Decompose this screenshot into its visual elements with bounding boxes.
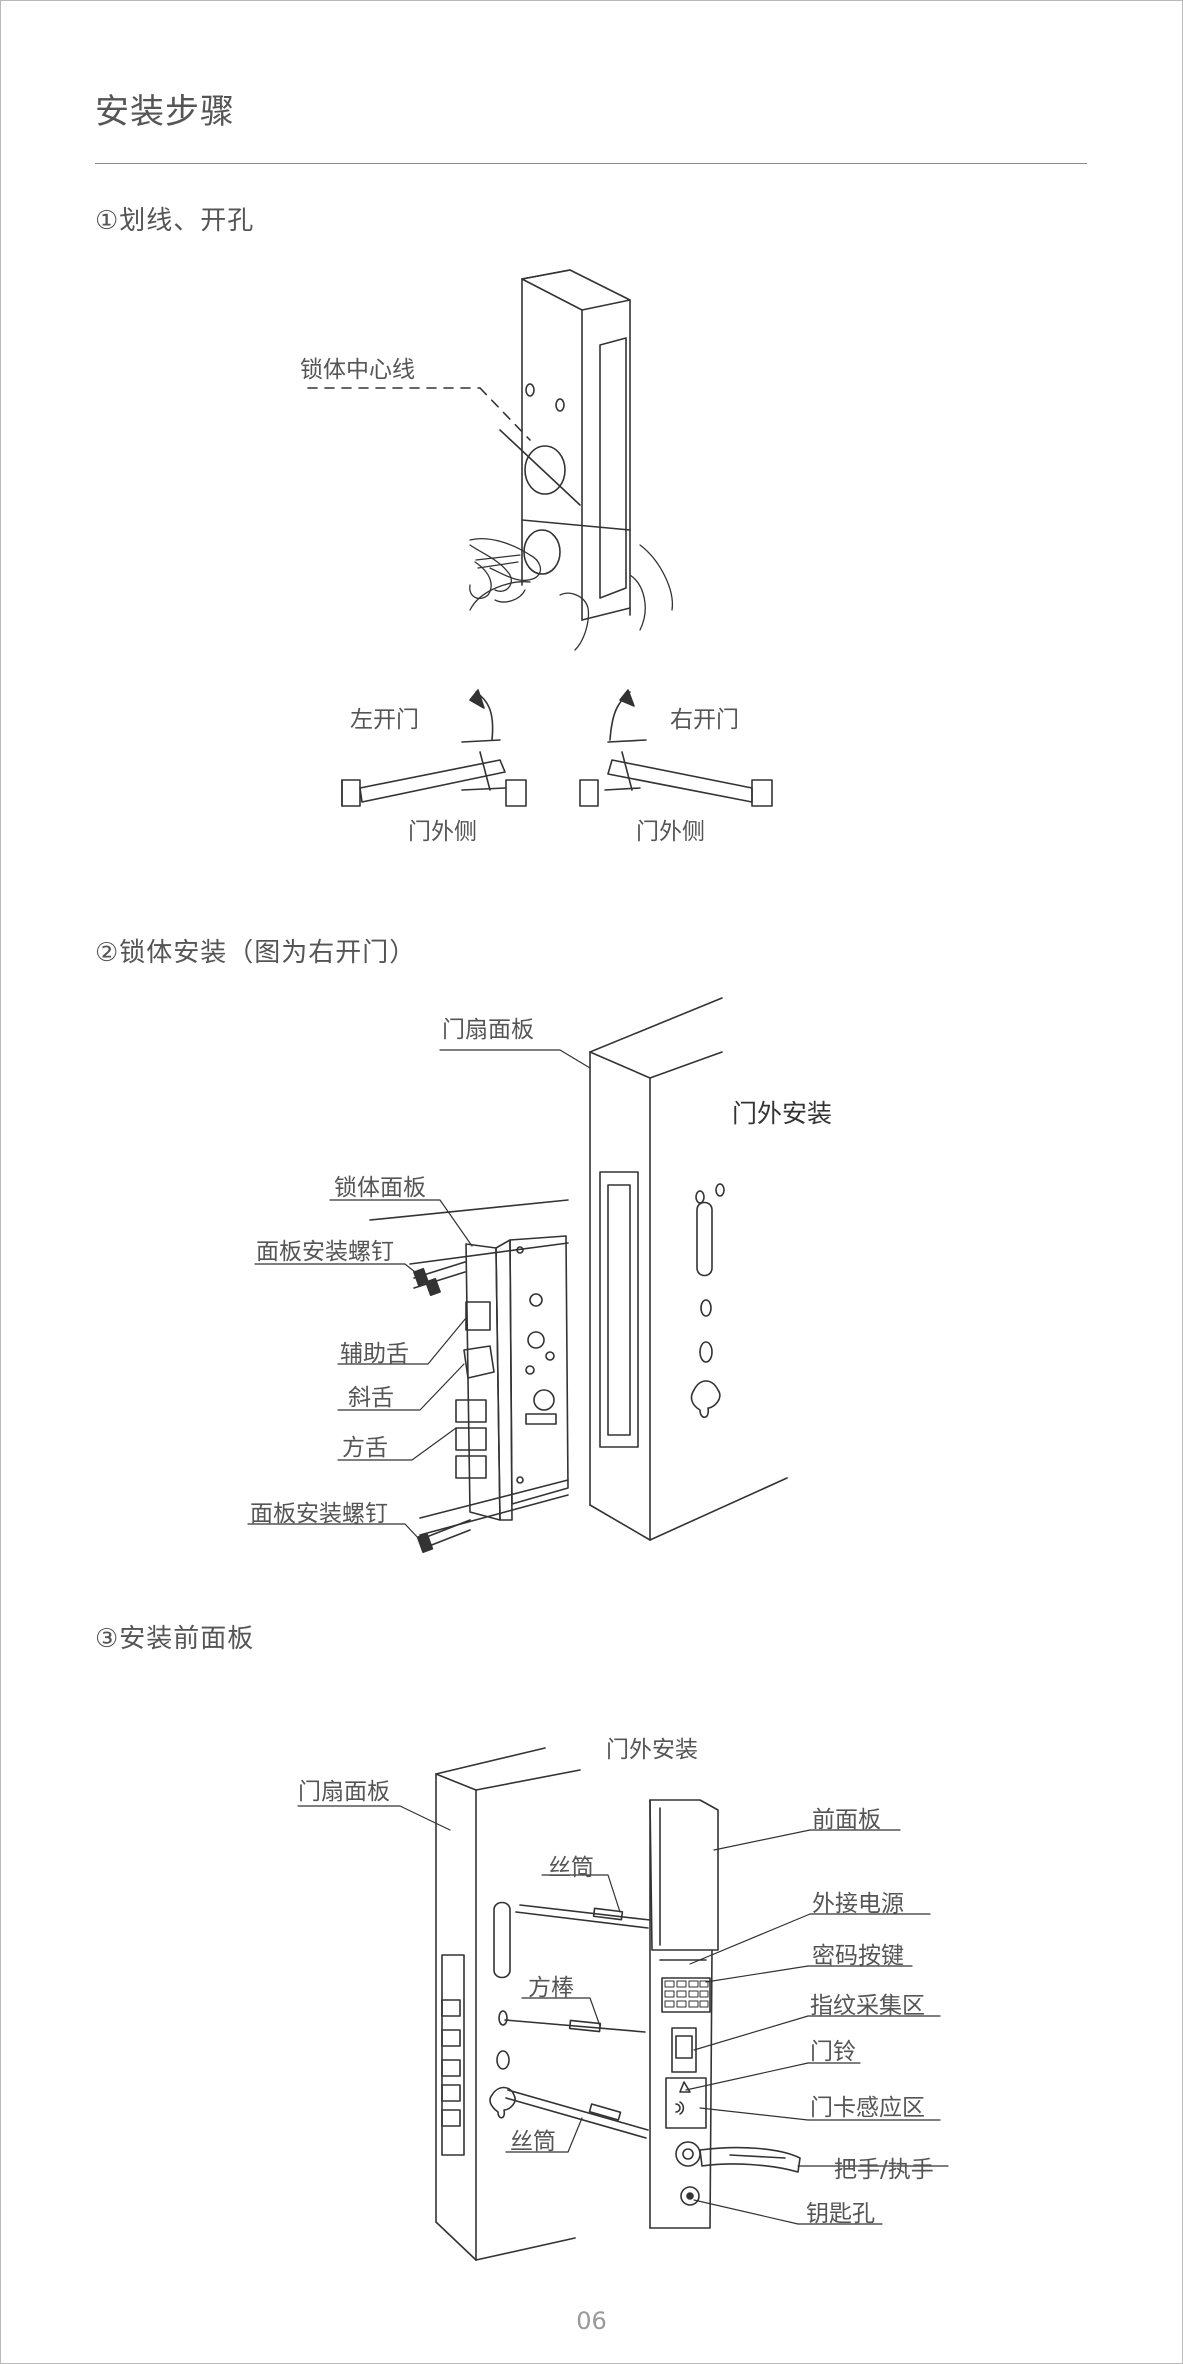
doorbell-label: 门铃 xyxy=(810,2039,856,2065)
faceplate-screw-bottom-label: 面板安装螺钉 xyxy=(250,1501,388,1527)
outside-left-label: 门外侧 xyxy=(408,819,477,845)
square-bolt-label: 方舌 xyxy=(342,1435,388,1461)
faceplate-screws xyxy=(413,1267,441,1554)
right-open-diagram xyxy=(579,689,773,807)
handle-label: 把手/执手 xyxy=(834,2157,934,2183)
page-number: 06 xyxy=(576,2307,607,2335)
lock-body-assembly xyxy=(369,1199,569,1549)
door-panel-label: 门扇面板 xyxy=(442,1017,534,1043)
step3-leader-lines xyxy=(297,1805,949,2225)
lock-faceplate-label: 锁体面板 xyxy=(334,1175,426,1201)
screw-tubes-and-rod xyxy=(504,1904,651,2139)
right-open-label: 右开门 xyxy=(670,707,739,733)
front-panel-device xyxy=(649,1799,801,2229)
page-title: 安装步骤 xyxy=(95,92,235,132)
aux-latch-label: 辅助舌 xyxy=(340,1341,409,1367)
door-panel-label-3: 门扇面板 xyxy=(298,1779,390,1805)
door-side-view xyxy=(435,1747,581,2261)
card-area-label: 门卡感应区 xyxy=(810,2095,925,2121)
outside-right-label: 门外侧 xyxy=(636,819,705,845)
step2-leader-lines xyxy=(247,1049,591,1541)
outside-install-label-3: 门外安装 xyxy=(606,1737,698,1763)
square-rod-label: 方棒 xyxy=(528,1975,574,2001)
faceplate-screw-top-label: 面板安装螺钉 xyxy=(256,1239,394,1265)
password-keys-label: 密码按键 xyxy=(812,1943,904,1969)
left-open-label: 左开门 xyxy=(350,707,419,733)
screw-tube-bottom-label: 丝筒 xyxy=(510,2129,556,2155)
lock-center-line-label: 锁体中心线 xyxy=(300,357,415,383)
hand-drawing xyxy=(469,538,674,651)
key-hole-label: 钥匙孔 xyxy=(806,2201,875,2227)
title-divider xyxy=(95,163,1087,164)
slant-latch-label: 斜舌 xyxy=(348,1385,394,1411)
left-open-diagram xyxy=(341,689,527,807)
fingerprint-area-label: 指纹采集区 xyxy=(810,1993,925,2019)
door-edge-drawing xyxy=(521,269,631,621)
step2-heading: ②锁体安装（图为右开门） xyxy=(95,938,417,968)
outside-install-label: 门外安装 xyxy=(732,1099,833,1128)
step1-heading: ①划线、开孔 xyxy=(95,206,255,236)
front-panel-label: 前面板 xyxy=(812,1807,881,1833)
external-power-label: 外接电源 xyxy=(812,1891,904,1917)
lock-center-dashed-line xyxy=(307,387,531,441)
step3-heading: ③安装前面板 xyxy=(95,1624,255,1654)
screw-tube-top-label: 丝筒 xyxy=(548,1855,594,1881)
door-with-mortise xyxy=(589,997,788,1541)
